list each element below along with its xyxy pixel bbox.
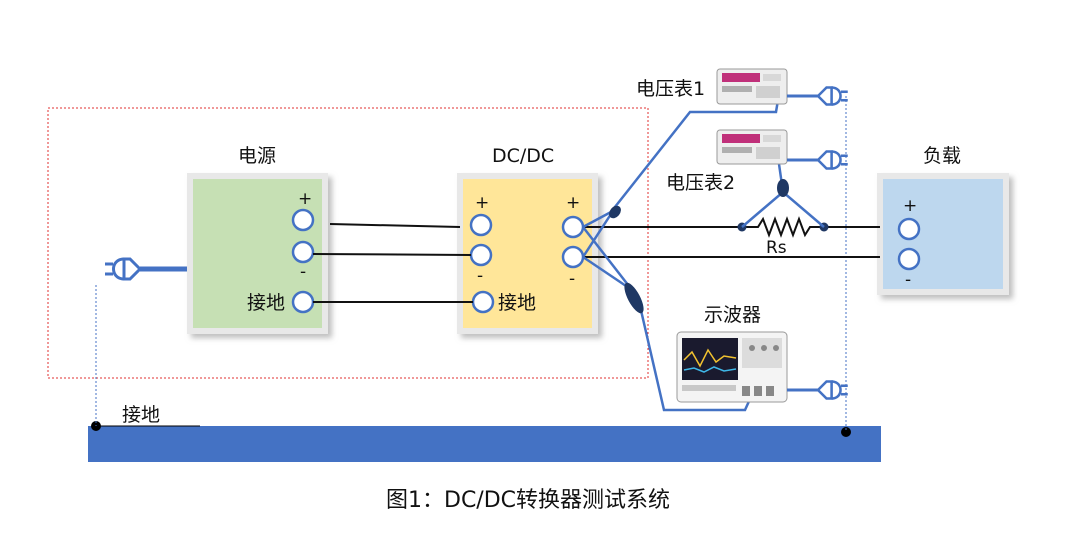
power-minus-terminal [291,240,315,264]
dcdc-label: DC/DC [492,145,554,167]
voltmeter-2-device [716,129,788,165]
ground-bar [88,426,881,462]
dcdc-out-minus-sign: - [569,269,575,289]
ground-node-right [841,427,851,437]
voltmeter-1-label: 电压表1 [636,78,705,100]
dcdc-ground-label: 接地 [498,292,536,314]
load-minus-sign: - [905,270,911,290]
dcdc-out-plus-sign: + [566,193,580,213]
dcdc-in-plus-terminal [469,213,493,237]
figure-caption: 图1：DC/DC转换器测试系统 [386,488,670,513]
dcdc-out-minus-terminal [561,245,585,269]
power-plug-icon [103,257,142,281]
dotted-enclosure [47,107,649,379]
oscilloscope-label: 示波器 [704,304,761,326]
dcdc-in-minus-terminal [469,243,493,267]
power-minus-sign: - [300,262,306,282]
power-plus-terminal [291,208,315,232]
power-plus-sign: + [298,189,312,209]
dcdc-ground-terminal [471,290,495,314]
voltmeter-1-device [716,68,788,105]
load-minus-terminal [897,247,921,271]
power-supply-label: 电源 [238,145,276,167]
voltmeter-1-plug-icon [816,86,850,106]
load-box [877,173,1009,295]
voltmeter-2-plug-icon [816,150,850,170]
wiring [312,223,880,303]
resistor-rs [737,216,829,238]
load-plus-sign: + [903,196,917,216]
dcdc-in-minus-sign: - [477,266,483,286]
probe-clip-vm2 [777,179,789,197]
dcdc-in-plus-sign: + [475,193,489,213]
oscilloscope-plug-icon [816,380,850,400]
probe-clip-scope [624,282,644,314]
load-plus-terminal [897,217,921,241]
power-ground-label: 接地 [247,292,285,314]
resistor-label: Rs [766,238,787,258]
oscilloscope-device [676,331,788,403]
ground-bar-label: 接地 [122,404,160,426]
load-label: 负载 [923,145,961,167]
voltmeter-2-label: 电压表2 [666,172,735,194]
power-ground-terminal [291,290,315,314]
probe-clip-vm1 [609,205,621,219]
dcdc-out-plus-terminal [561,215,585,239]
